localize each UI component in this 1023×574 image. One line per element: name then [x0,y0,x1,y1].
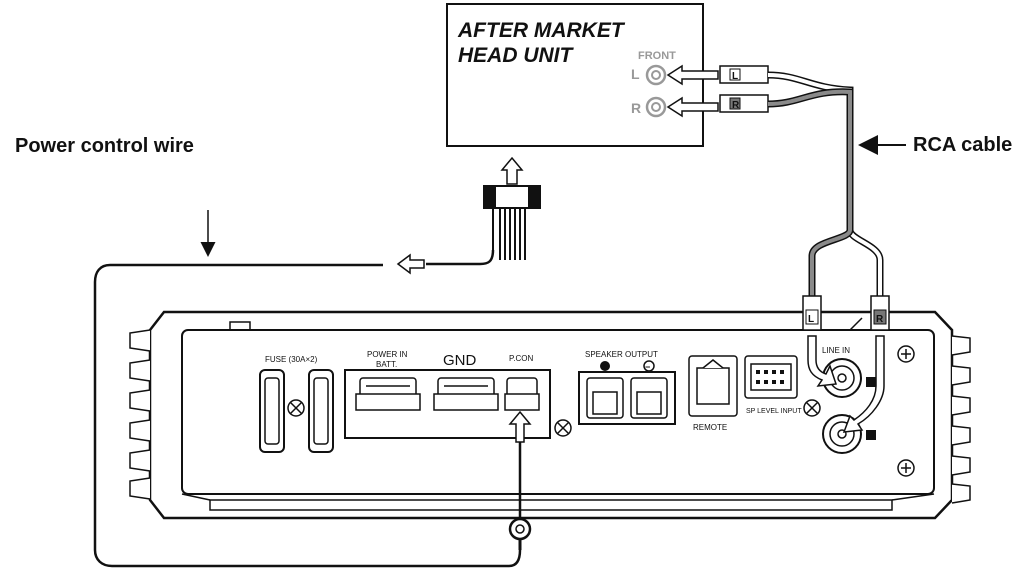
speaker-output-label: SPEAKER OUTPUT [585,350,658,359]
head-unit-title-line1: AFTER MARKET [457,19,626,42]
power-control-wire [426,249,495,266]
sp-level-input-label: SP LEVEL INPUT [746,408,802,415]
front-label: FRONT [638,50,676,62]
power-in-label: POWER IN [367,350,408,359]
speaker-plus-symbol: + [601,362,606,372]
rca-cable-label: RCA cable [913,134,1012,156]
head-unit-right-label: R [631,100,641,116]
left-plug-arrow [666,64,719,86]
rca-left-tag-top: L [732,71,738,82]
gnd-terminal[interactable] [433,377,499,411]
head-unit: AFTER MARKET HEAD UNIT FRONT L R [446,3,719,147]
remote-port[interactable] [688,355,738,417]
pcon-insert-arrow [508,410,532,443]
batt-terminal[interactable] [355,377,421,411]
power-control-wire-label: Power control wire [15,135,194,157]
remote-label: REMOTE [693,423,727,432]
head-unit-left-label: L [631,66,640,82]
power-wire-loop [93,263,522,568]
head-unit-left-jack [645,64,667,86]
power-wire-direction-arrow [396,253,425,275]
rca-right-tag-bottom: R [876,314,884,325]
screw-icon [554,419,572,437]
screw-icon [287,399,305,417]
heatsink-fins-right [951,335,971,504]
speaker-plus-terminal[interactable] [586,377,624,419]
fuse-label: FUSE (30A×2) [265,355,318,364]
line-in-right-arrow [842,335,885,433]
speaker-minus-symbol: − [645,362,650,372]
rca-right-plug-bottom: R [870,295,890,331]
rca-right-tag-top: R [732,100,740,111]
rca-left-tag-bottom: L [808,314,814,325]
line-in-right-badge: R [868,431,875,441]
gnd-label: GND [443,352,477,369]
batt-label: BATT. [376,360,397,369]
screw-icon [803,399,821,417]
rca-right-plug-top [719,94,769,113]
mounting-screw-icon [897,459,915,477]
ring-terminal-icon [508,517,532,550]
amplifier: FUSE (30A×2) POWER IN BATT. GND P.CON [129,310,971,550]
harness-connector [483,156,541,260]
mounting-screw-icon [897,345,915,363]
pcon-terminal[interactable] [504,377,540,411]
head-unit-title-line2: HEAD UNIT [458,44,575,67]
harness-up-arrow [500,156,524,185]
head-unit-right-jack [645,96,667,118]
rca-left-plug-top [719,65,769,84]
line-in-label: LINE IN [822,346,850,355]
heatsink-fins-left [129,329,151,500]
line-in-left-arrow [807,335,838,387]
pcon-label: P.CON [509,354,534,363]
line-in-left-badge: L [868,378,874,388]
speaker-minus-terminal[interactable] [630,377,668,419]
right-plug-arrow [666,96,719,118]
rca-left-plug-bottom: L [802,295,822,331]
rca-cable: L R [719,65,884,296]
sp-level-input-port[interactable] [744,355,798,399]
